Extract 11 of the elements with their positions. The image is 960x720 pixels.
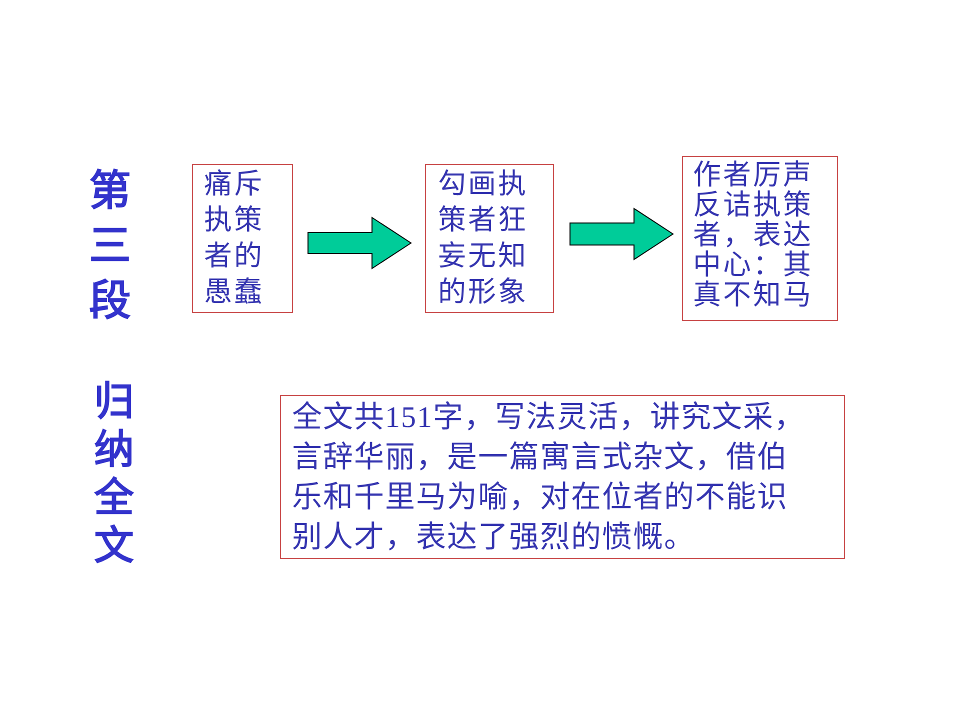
note-box bbox=[682, 156, 838, 321]
note-text: 全文共151字，写法灵活，讲究文采，言辞华丽，是一篇寓言式杂文，借伯乐和千里马为喻，对在位者的不能识别人才，表达了强烈的愤慨。 bbox=[292, 400, 806, 556]
vertical-heading: 第三段 bbox=[89, 165, 131, 327]
note-box bbox=[192, 164, 293, 313]
note-text: 作者厉声反诘执策者，表达中心：其真不知马 bbox=[693, 161, 814, 311]
block-arrow bbox=[308, 216, 412, 270]
vertical-heading: 归纳全文 bbox=[94, 378, 134, 570]
note-text: 勾画执策者狂妄无知的形象 bbox=[438, 168, 529, 310]
note-text: 痛斥执策者的愚蠢 bbox=[204, 168, 265, 310]
block-arrow bbox=[570, 208, 674, 260]
note-box bbox=[425, 164, 554, 313]
